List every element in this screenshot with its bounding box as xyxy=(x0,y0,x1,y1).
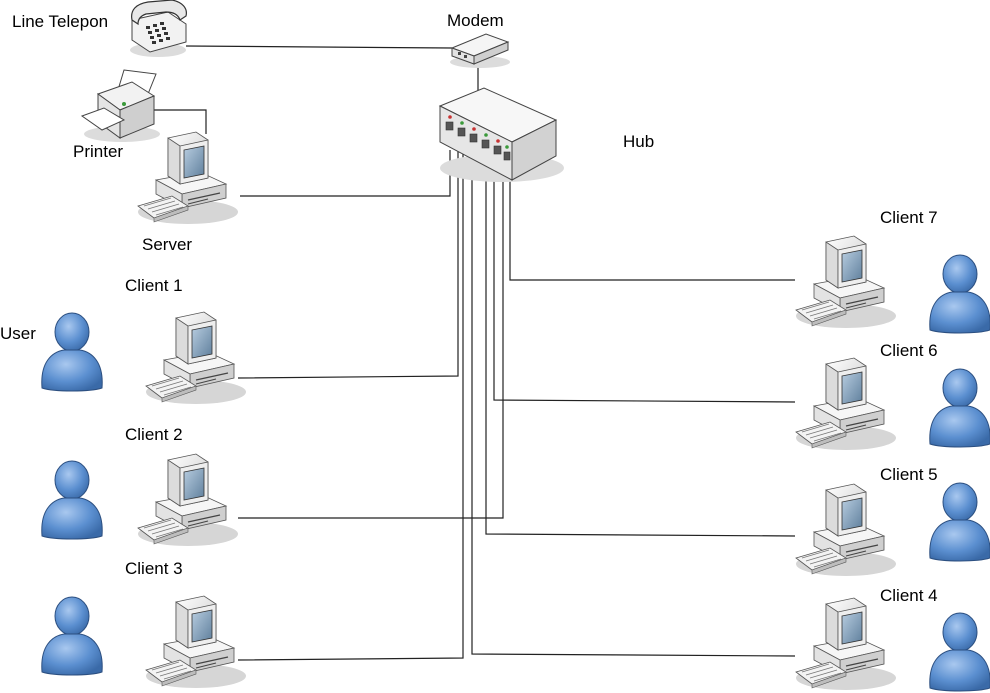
client-3-computer-icon xyxy=(145,595,247,689)
client-6-computer-icon xyxy=(795,357,897,451)
telephone-label: Line Telepon xyxy=(12,12,109,31)
client-5-label: Client 5 xyxy=(880,465,938,484)
user-icon xyxy=(929,254,990,334)
printer-icon xyxy=(80,69,160,142)
modem-label: Modem xyxy=(447,11,504,30)
user-icon xyxy=(41,312,103,392)
hub-icon xyxy=(438,87,564,182)
telephone-icon xyxy=(130,0,187,57)
client-6-label: Client 6 xyxy=(880,341,938,360)
client-7-computer-icon xyxy=(795,235,897,329)
client-3-label: Client 3 xyxy=(125,559,183,578)
client-2-label: Client 2 xyxy=(125,425,183,444)
user-icon xyxy=(929,612,990,692)
user-label: User xyxy=(0,324,36,343)
user-icon xyxy=(41,460,103,540)
server-label: Server xyxy=(142,235,193,254)
user-icon xyxy=(41,596,103,676)
client-2-computer-icon xyxy=(137,453,239,547)
server-computer-icon xyxy=(137,131,239,225)
hub-label: Hub xyxy=(623,132,655,151)
network-cables xyxy=(150,45,796,661)
client-5-computer-icon xyxy=(795,483,897,577)
client-4-label: Client 4 xyxy=(880,586,938,605)
printer-label: Printer xyxy=(73,142,124,161)
user-icon xyxy=(929,482,990,562)
modem-icon xyxy=(450,33,510,68)
client-4-computer-icon xyxy=(795,597,897,691)
client-1-label: Client 1 xyxy=(125,276,183,295)
client-7-label: Client 7 xyxy=(880,208,938,227)
user-icon xyxy=(929,368,990,448)
client-1-computer-icon xyxy=(145,311,247,405)
